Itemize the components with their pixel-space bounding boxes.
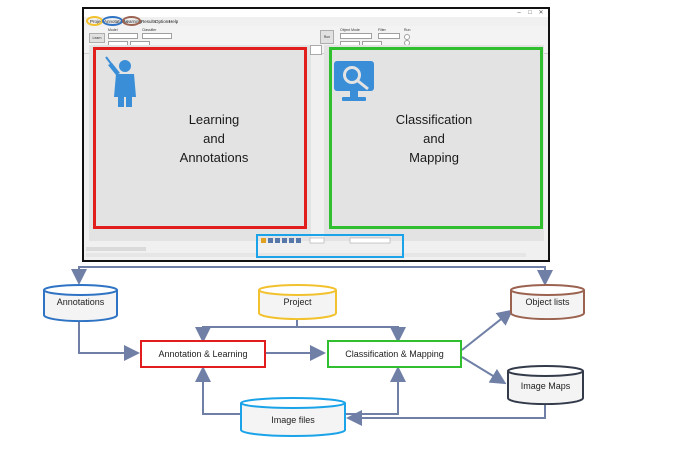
learning-highlight-ring [122,16,141,26]
image-files-store[interactable]: Image files [240,397,346,437]
panel-splitter[interactable] [310,45,322,55]
teacher-icon [105,56,136,107]
project-store-label: Project [283,297,312,307]
database-icon [510,284,585,321]
connector-project-learning [202,326,406,343]
image-maps-store[interactable]: Image Maps [507,365,584,406]
minimize-button[interactable]: – [517,10,521,16]
maximize-button[interactable]: □ [528,10,532,16]
learning-panel-highlight [93,47,307,229]
connector-imagefiles-classification [345,366,406,415]
object-lists-store-label: Object lists [525,297,570,307]
annotation-learning-box[interactable]: Annotation & Learning [140,340,266,368]
application-window: – □ ✕ Project Annotations Learning Resul… [82,7,550,262]
connector-classification-objectlists [461,309,514,351]
classification-panel-highlight [329,47,543,229]
connector-imagemaps-imagefiles [346,405,546,426]
image-toolbar-icon[interactable] [260,236,400,246]
radio-option-1[interactable] [404,34,410,40]
classification-panel-label: Classification and Mapping [395,112,473,165]
magnifier-monitor-icon [334,61,374,101]
filter-select[interactable] [378,33,400,39]
toolbar-label-classifier: Classifier [142,28,157,32]
connector-imagefiles-learning [195,366,240,415]
project-store[interactable]: Project [258,284,337,321]
toolbar-label-run: Run [404,28,411,32]
model-select[interactable] [108,33,138,39]
close-button[interactable]: ✕ [538,10,544,16]
annotations-store[interactable]: Annotations [43,284,118,323]
status-segment [86,247,146,251]
image-maps-store-label: Image Maps [520,381,571,391]
status-info-line [86,253,526,257]
run-button[interactable]: Run [320,30,334,44]
learning-panel-label: Learning and Annotations [179,112,249,165]
database-icon [240,397,346,437]
toolbar-label-object-mode: Object Mode [340,28,360,32]
toolbar-label-model: Model [108,28,118,32]
object-mode-select[interactable] [340,33,372,39]
title-bar: – □ ✕ [84,9,548,17]
connector-annotations-learning [78,318,140,361]
database-icon [258,284,337,321]
connector-window-bus [78,266,553,286]
image-toolbar-highlight [256,234,404,258]
image-files-store-label: Image files [271,415,315,425]
object-lists-store[interactable]: Object lists [510,284,585,321]
menu-results[interactable]: Results [141,19,157,24]
annotations-store-label: Annotations [56,297,105,307]
database-icon [43,284,118,323]
menu-bar: Project Annotations Learning Results Opt… [84,16,548,26]
classification-mapping-box[interactable]: Classification & Mapping [327,340,462,368]
classifier-select[interactable] [142,33,172,39]
connector-classification-imagemaps [461,356,507,385]
menu-help[interactable]: Help [169,19,179,24]
toolbar-label-filter: Filter [378,28,386,32]
learn-button[interactable]: Learn [89,33,105,43]
database-icon [507,365,584,406]
menu-options[interactable]: Options [155,19,171,24]
